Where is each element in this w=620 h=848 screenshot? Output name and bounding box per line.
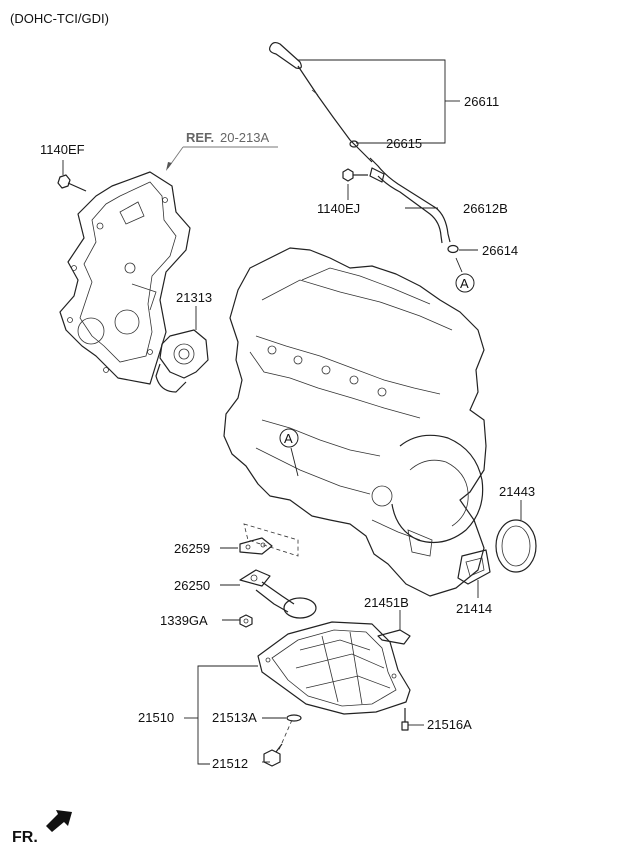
drain-plug-21512[interactable] [263,743,283,767]
reference-link[interactable]: REF. 20-213A [166,130,278,171]
callout-a-upper: A [455,257,475,293]
label-21414: 21414 [456,601,492,616]
seal-case-21414[interactable] [457,549,491,585]
callout-a-block: A [279,428,299,477]
reference-arrow-icon [166,162,172,171]
bolt-1140ef[interactable] [57,174,87,192]
dipstick-assembly[interactable] [269,41,459,254]
front-arrow-icon [46,810,72,832]
label-21443: 21443 [499,484,535,499]
label-21516a: 21516A [427,717,472,732]
front-direction-indicator: FR. [12,810,72,846]
label-1140ej: 1140EJ [317,201,360,216]
svg-text:A: A [284,431,293,446]
oil-pump-21313[interactable] [155,329,209,393]
oil-strainer-26250[interactable] [239,569,317,619]
label-21313: 21313 [176,290,212,305]
label-21513a: 21513A [212,710,257,725]
gasket-21513a[interactable] [286,714,302,722]
label-26611: 26611 [464,94,499,109]
oil-level-sensor-21451b[interactable] [377,629,411,645]
gasket-26259[interactable] [239,537,273,555]
nut-1339ga[interactable] [239,614,253,628]
label-21451b: 21451B [364,595,409,610]
label-26614: 26614 [482,243,518,258]
engine-block[interactable] [223,247,487,597]
bolt-21516a[interactable] [401,708,409,731]
label-26259: 26259 [174,541,210,556]
label-21510: 21510 [138,710,174,725]
engine-type-header: (DOHC-TCI/GDI) [10,11,109,26]
svg-text:A: A [460,276,469,291]
label-1339ga: 1339GA [160,613,208,628]
label-26615: 26615 [386,136,422,151]
label-21512: 21512 [212,756,248,771]
front-label: FR. [12,829,38,846]
label-26250: 26250 [174,578,210,593]
timing-chain-cover[interactable] [59,171,191,385]
label-1140ef: 1140EF [40,142,85,157]
oil-pan-21510[interactable] [257,621,411,715]
oil-seal-21443[interactable] [495,519,537,573]
reference-code: 20-213A [220,130,269,145]
label-26612b: 26612B [463,201,508,216]
reference-prefix: REF. [186,130,214,145]
